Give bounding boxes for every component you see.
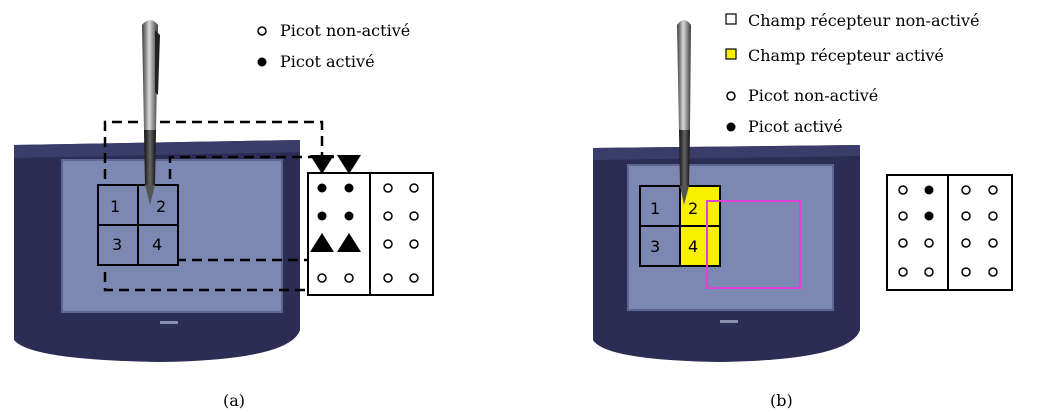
legend-b: Champ récepteur non-activé Champ récepte… xyxy=(725,11,980,136)
cell-3-label-a: 3 xyxy=(112,235,122,254)
legend-a: Picot non-activé Picot activé xyxy=(257,21,410,71)
cell-grid-b xyxy=(639,185,721,267)
active-field-cell-4 xyxy=(679,225,721,267)
legend-active-pin-b: Picot activé xyxy=(748,117,843,136)
cell-4-label-b: 4 xyxy=(688,237,698,256)
cell-1-label-b: 1 xyxy=(650,199,660,218)
pin-active xyxy=(317,211,327,221)
legend-inactive-field: Champ récepteur non-activé xyxy=(748,11,980,30)
pin-inactive xyxy=(898,211,908,221)
cell-3-label-b: 3 xyxy=(650,237,660,256)
pin-active xyxy=(924,211,934,221)
inactive-pin-icon xyxy=(726,91,736,101)
cell-1-label-a: 1 xyxy=(110,197,120,216)
stylus-pen-a xyxy=(142,20,160,205)
legend-active-pin-a: Picot activé xyxy=(280,52,375,71)
active-field-icon xyxy=(725,48,737,60)
braille-module-b xyxy=(886,174,1013,291)
graphics-tablet-b xyxy=(593,145,860,362)
pin-active xyxy=(317,183,327,193)
active-pin-icon xyxy=(726,122,736,132)
cell-grid-a xyxy=(97,184,179,266)
pin-inactive xyxy=(898,185,908,195)
panel-b: 1 2 3 4 xyxy=(593,11,1013,410)
caption-b: (b) xyxy=(770,391,793,410)
caption-a: (a) xyxy=(223,391,245,410)
inactive-pin-icon xyxy=(257,26,267,36)
active-pin-icon xyxy=(257,57,267,67)
cell-4-label-a: 4 xyxy=(152,235,162,254)
inactive-field-icon xyxy=(725,13,737,25)
pin-inactive xyxy=(344,273,354,283)
pin-active xyxy=(344,183,354,193)
cell-2-label-a: 2 xyxy=(156,197,166,216)
panel-a: 1 2 3 4 xyxy=(14,20,434,410)
legend-inactive-pin-a: Picot non-activé xyxy=(280,21,410,40)
pin-inactive xyxy=(317,273,327,283)
arrowheads-a xyxy=(310,155,361,252)
legend-inactive-pin-b: Picot non-activé xyxy=(748,86,878,105)
viewport-outline xyxy=(706,200,801,289)
pin-active xyxy=(924,185,934,195)
pin-active xyxy=(344,211,354,221)
stylus-pen-b xyxy=(677,20,691,205)
braille-module-a xyxy=(307,172,434,296)
cell-2-label-b: 2 xyxy=(688,199,698,218)
legend-active-field: Champ récepteur activé xyxy=(748,46,944,65)
